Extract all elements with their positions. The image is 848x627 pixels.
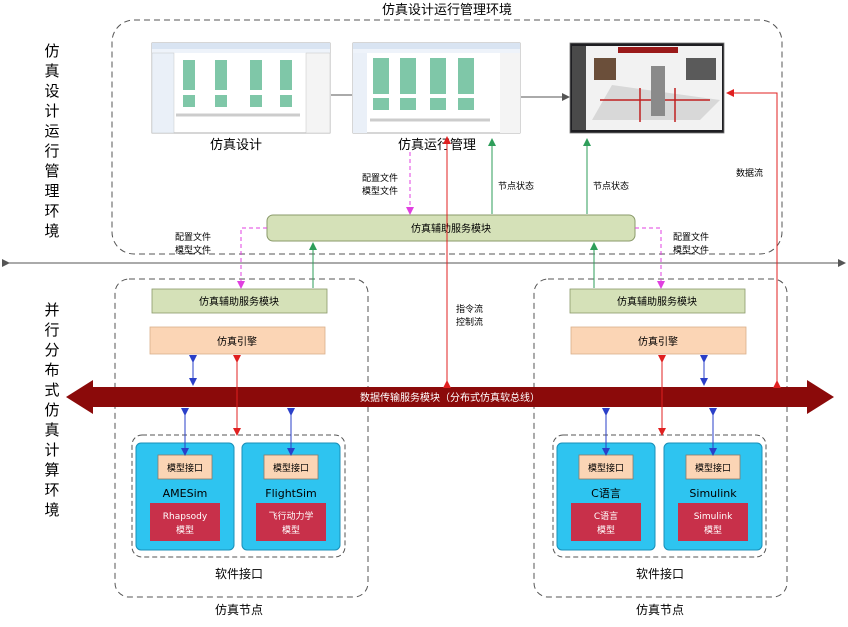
component-simulink-model-l2: 模型	[704, 525, 722, 536]
label-config-right-2: 模型文件	[673, 244, 709, 256]
component-flightsim-model	[256, 503, 326, 541]
label-node-status-2: 节点状态	[593, 180, 629, 192]
data-bus	[66, 380, 834, 414]
side-label-char: 计	[44, 102, 59, 120]
component-amesim-interface-label: 模型接口	[167, 462, 203, 474]
top-aux-service-label: 仿真辅助服务模块	[411, 222, 491, 235]
arrow-config-left	[237, 227, 267, 289]
label-config-center-1: 配置文件	[362, 172, 398, 184]
side-label-char: 运	[44, 122, 59, 140]
component-c-model-l2: 模型	[597, 525, 615, 536]
component-amesim-model-l2: 模型	[176, 525, 194, 536]
side-label-char: 理	[44, 182, 59, 200]
screen-sim-visualization	[569, 42, 725, 134]
side-label-char: 环	[44, 202, 59, 220]
component-flightsim-interface-label: 模型接口	[273, 462, 309, 474]
component-simulink-model-l1: Simulink	[694, 512, 733, 522]
screen-sim-design	[151, 42, 331, 134]
component-c-model-l1: C语言	[594, 510, 618, 522]
side-label-char: 真	[44, 421, 59, 439]
screen-sim-run-management	[352, 42, 521, 134]
label-command-flow-1: 指令流	[456, 303, 483, 315]
component-simulink-interface-label: 模型接口	[695, 462, 731, 474]
side-label-char: 式	[44, 381, 59, 399]
node-right-interface-label: 软件接口	[636, 566, 684, 581]
side-label-char: 布	[44, 361, 59, 379]
component-amesim-model-l1: Rhapsody	[163, 512, 208, 522]
side-label-char: 行	[44, 142, 59, 160]
label-config-left-1: 配置文件	[175, 231, 211, 243]
arrow-config-right	[635, 227, 665, 289]
label-config-left-2: 模型文件	[175, 244, 211, 256]
component-flightsim-interface	[263, 454, 319, 480]
side-label-char: 真	[44, 62, 59, 80]
label-command-flow-2: 控制流	[456, 316, 483, 328]
side-label-char: 境	[44, 222, 59, 240]
side-label-char: 仿	[44, 42, 59, 60]
screen-sim-run-label: 仿真运行管理	[398, 138, 476, 153]
side-label-char: 分	[44, 341, 59, 359]
label-node-status-1: 节点状态	[498, 180, 534, 192]
component-simulink-interface	[685, 454, 741, 480]
component-simulink-tool: Simulink	[689, 487, 737, 500]
side-label-char: 算	[44, 461, 59, 479]
node-right-aux-label: 仿真辅助服务模块	[617, 295, 697, 308]
side-label-char: 管	[44, 162, 59, 180]
component-c-interface	[578, 454, 634, 480]
component-c-tool: C语言	[591, 487, 621, 500]
side-label-char: 行	[44, 321, 59, 339]
label-config-center-2: 模型文件	[362, 185, 398, 197]
top-environment-title: 仿真设计运行管理环境	[382, 3, 512, 18]
node-left-interface-label: 软件接口	[215, 566, 263, 581]
arrow-data-flow	[726, 89, 781, 388]
label-config-right-1: 配置文件	[673, 231, 709, 243]
component-c-interface-label: 模型接口	[588, 462, 624, 474]
side-label-char: 境	[44, 501, 59, 519]
top-environment-frame	[111, 19, 783, 255]
node-right-engine	[570, 326, 747, 355]
node-left-aux-service	[151, 288, 328, 314]
label-data-flow: 数据流	[736, 167, 763, 179]
node-right-node-label: 仿真节点	[636, 603, 684, 617]
component-simulink-model	[678, 503, 748, 541]
node-right-aux-service	[569, 288, 746, 314]
side-label-char: 环	[44, 481, 59, 499]
node-left-engine-label: 仿真引擎	[217, 335, 257, 348]
component-amesim-tool: AMESim	[163, 487, 208, 500]
side-label-char: 并	[44, 301, 59, 319]
node-right-engine-label: 仿真引擎	[638, 335, 678, 348]
top-side-label: 仿 真设计运行管理环境	[44, 42, 59, 240]
node-left-engine	[149, 326, 326, 355]
side-label-char: 设	[44, 82, 59, 100]
data-bus-label: 数据传输服务模块（分布式仿真软总线）	[360, 391, 540, 404]
component-amesim-model	[150, 503, 220, 541]
component-flightsim-model-l2: 模型	[282, 525, 300, 536]
component-c-model	[571, 503, 641, 541]
node-left-aux-label: 仿真辅助服务模块	[199, 295, 279, 308]
side-label-char: 计	[44, 441, 59, 459]
node-left-node-label: 仿真节点	[215, 603, 263, 617]
component-flightsim-tool: FlightSim	[265, 487, 316, 500]
component-flightsim-model-l1: 飞行动力学	[268, 510, 313, 522]
screen-sim-design-label: 仿真设计	[210, 138, 262, 153]
side-label-char: 仿	[44, 401, 59, 419]
